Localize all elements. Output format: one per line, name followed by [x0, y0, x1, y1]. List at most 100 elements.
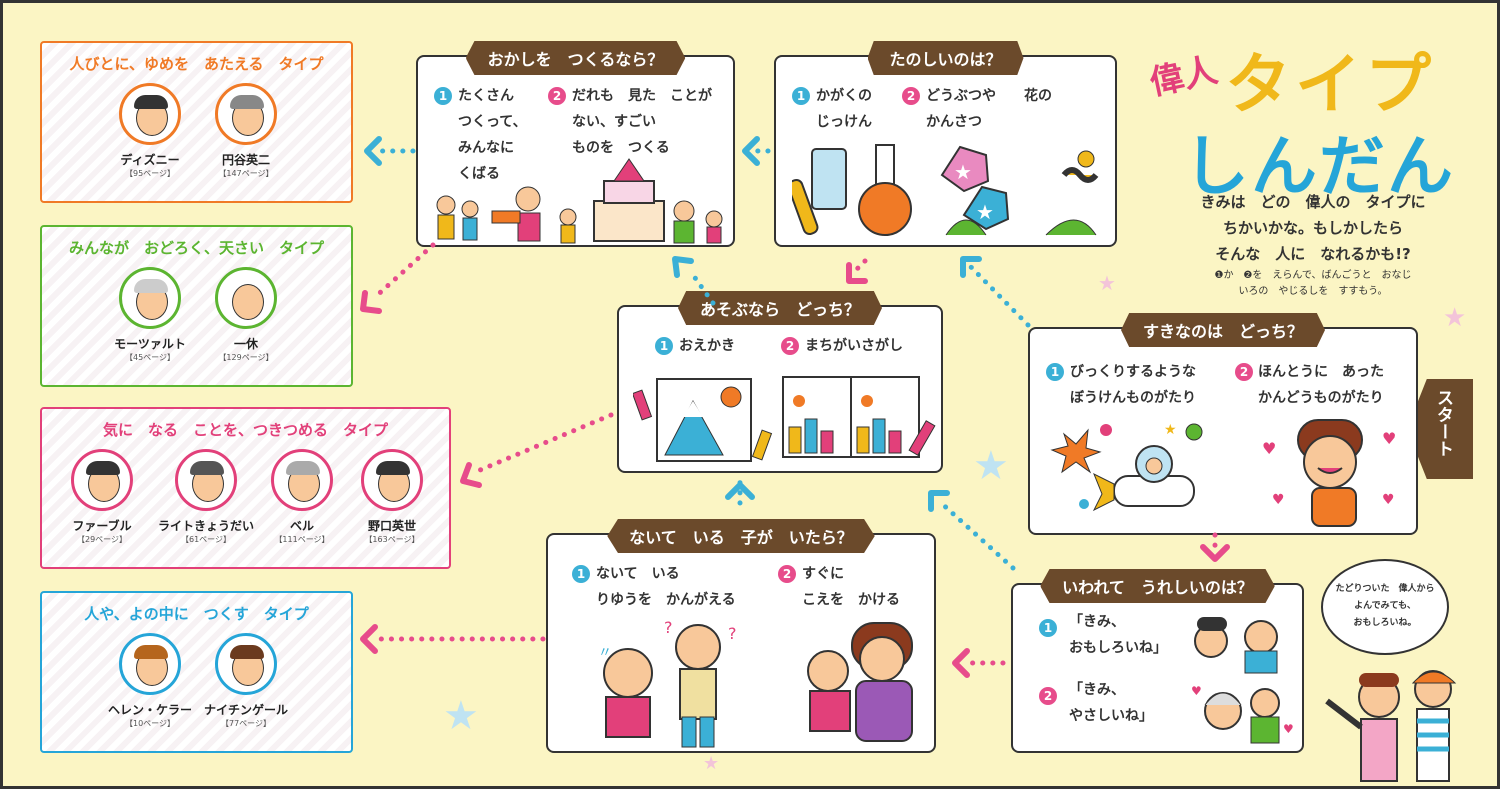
person-name: ベル [289, 519, 314, 533]
avatar [215, 267, 277, 329]
option-2-badge: 2 [1039, 687, 1057, 705]
option-1-badge: 1 [1039, 619, 1057, 637]
question-iwarete-option-2[interactable]: 「きみ、 やさしいね」 [1069, 682, 1153, 724]
kids-sharing-illustration [436, 186, 541, 242]
person-fabre[interactable]: ファーブル 【29ページ】 [62, 449, 142, 545]
flower-illustration: ★ ★ [940, 145, 1099, 236]
person-page: 【61ページ】 [180, 535, 232, 544]
option-1-badge: 1 [792, 87, 810, 105]
person-mozart[interactable]: モーツァルト 【45ページ】 [110, 267, 190, 363]
arrow-down-icon [846, 262, 868, 284]
question-naite-option-2[interactable]: すぐに こえを かける [802, 566, 900, 608]
comforting-woman-illustration [807, 622, 913, 742]
question-start-option-2[interactable]: ほんとうに あった かんどうものがたり [1258, 364, 1384, 406]
person-page: 【10ページ】 [124, 719, 176, 728]
person-wright-brothers[interactable]: ライトきょうだい 【61ページ】 [158, 449, 254, 545]
svg-text:★: ★ [954, 160, 972, 184]
option-1-badge: 1 [434, 87, 452, 105]
svg-text:★: ★ [1164, 422, 1177, 438]
intro-line-3: そんな 人に なれるかも!? [1215, 245, 1411, 263]
person-tsuburaya[interactable]: 円谷英二 【147ページ】 [206, 83, 286, 179]
person-page: 【163ページ】 [364, 535, 420, 544]
avatar [215, 633, 277, 695]
intro-line-2: ちかいかな。もしかしたら [1222, 219, 1403, 237]
avatar [271, 449, 333, 511]
person-name: 円谷英二 [221, 153, 270, 167]
pointing-kids-illustration [1325, 670, 1457, 782]
type-box-service[interactable]: 人や、よの中に つくす タイプ ヘレン・ケラー 【10ページ】 ナイチンゲール … [40, 591, 353, 753]
person-name: ディズニー [120, 153, 180, 167]
question-okashi-option-1[interactable]: たくさん つくって、 みんなに くばる [458, 88, 527, 182]
question-fun-option-1[interactable]: かがくの じっけん [816, 88, 872, 130]
type-title: 人びとに、ゆめを あたえる タイプ [69, 55, 324, 73]
person-disney[interactable]: ディズニー 【95ページ】 [110, 83, 190, 179]
type-box-dreams[interactable]: 人びとに、ゆめを あたえる タイプ ディズニー 【95ページ】 円谷英二 【14… [40, 41, 353, 203]
flow-arrows [360, 136, 1230, 678]
avatar [215, 83, 277, 145]
svg-text:♥: ♥ [1262, 439, 1276, 458]
arrow-left-icon [360, 624, 378, 654]
question-iwarete-option-1[interactable]: 「きみ、 おもしろいね」 [1069, 614, 1167, 656]
spot-the-difference-illustration [782, 376, 936, 458]
question-iwarete: いわれて うれしいのは？ 1 「きみ、 おもしろいね」 2 「きみ、 やさしいね… [1011, 569, 1304, 753]
drawing-illustration [633, 378, 773, 462]
svg-text:♥: ♥ [1283, 722, 1294, 736]
question-naite-option-1[interactable]: ないて いる りゆうを かんがえる [596, 566, 736, 608]
type-box-genius[interactable]: みんなが おどろく、天さい タイプ モーツァルト 【45ページ】 一休 【129… [40, 225, 353, 387]
title-type: タイプ [1225, 46, 1435, 123]
question-start-option-1[interactable]: びっくりするような ぼうけんものがたり [1070, 364, 1196, 406]
person-noguchi[interactable]: 野口英世 【163ページ】 [352, 449, 432, 545]
question-asobu-option-1[interactable]: おえかき [679, 338, 735, 354]
person-name: ファーブル [72, 519, 132, 533]
person-bell[interactable]: ベル 【111ページ】 [262, 449, 342, 545]
speech-line-1: たどりついた 偉人から [1335, 584, 1435, 594]
person-page: 【29ページ】 [76, 535, 128, 544]
person-page: 【111ページ】 [274, 535, 330, 544]
instruction-line-1: ❶か ❷を えらんで、ばんごうと おなじ [1214, 270, 1412, 281]
arrow-up-icon [960, 256, 982, 278]
question-naite: ないて いる 子が いたら？ 1 ないて いる りゆうを かんがえる 2 すぐに… [546, 519, 936, 753]
avatar [119, 633, 181, 695]
star-icon: ★ [1443, 303, 1467, 333]
question-naite-title: ないて いる 子が いたら？ [607, 519, 875, 553]
avatar [119, 83, 181, 145]
avatar [119, 267, 181, 329]
person-ikkyu[interactable]: 一休 【129ページ】 [206, 267, 286, 363]
star-icon: ★ [443, 693, 479, 739]
type-box-curious[interactable]: 気に なる ことを、つきつめる タイプ ファーブル 【29ページ】 ライトきょう… [40, 407, 451, 569]
question-fun-option-2[interactable]: どうぶつや 花の かんさつ [926, 88, 1052, 130]
svg-text:★: ★ [976, 200, 994, 224]
castle-cake-illustration [559, 158, 723, 244]
person-name: 野口英世 [367, 519, 416, 533]
option-2-badge: 2 [778, 565, 796, 583]
person-name: 一休 [233, 337, 258, 351]
question-okashi-title: おかしを つくるなら？ [465, 41, 686, 75]
arrow-down-icon [360, 290, 382, 314]
option-1-badge: 1 [1046, 363, 1064, 381]
intro-line-1: きみは どの 偉人の タイプに [1200, 193, 1426, 211]
instruction-line-2: いろの やじるしを すすもう。 [1238, 286, 1388, 297]
svg-text:♥: ♥ [1382, 429, 1396, 448]
person-page: 【77ページ】 [220, 719, 272, 728]
laughing-kids-illustration [1194, 617, 1278, 674]
person-name: ナイチンゲール [203, 703, 288, 717]
question-okashi: おかしを つくるなら？ 1 たくさん つくって、 みんなに くばる 2 だれも … [416, 41, 735, 247]
type-title: みんなが おどろく、天さい タイプ [68, 239, 324, 257]
star-icon: ★ [703, 753, 720, 774]
question-okashi-option-2[interactable]: だれも 見た ことが ない、すごい ものを つくる [572, 88, 712, 156]
svg-text:?: ? [664, 618, 673, 637]
option-2-badge: 2 [1235, 363, 1253, 381]
type-title: 人や、よの中に つくす タイプ [84, 605, 309, 623]
person-helen-keller[interactable]: ヘレン・ケラー 【10ページ】 [102, 633, 198, 729]
option-1-badge: 1 [572, 565, 590, 583]
avatar [361, 449, 423, 511]
page-title: 偉人 タイプ しんだん [1143, 31, 1483, 205]
svg-text:〃: 〃 [598, 645, 612, 661]
option-1-badge: 1 [655, 337, 673, 355]
question-asobu-option-2[interactable]: まちがいさがし [805, 338, 903, 354]
person-nightingale[interactable]: ナイチンゲール 【77ページ】 [198, 633, 294, 729]
rocket-illustration: ★ [1050, 422, 1203, 512]
title-shindan: しんだん [1183, 128, 1455, 205]
question-asobu-title: あそぶなら どっち？ [677, 291, 883, 325]
start-label: スタート [1433, 389, 1453, 457]
